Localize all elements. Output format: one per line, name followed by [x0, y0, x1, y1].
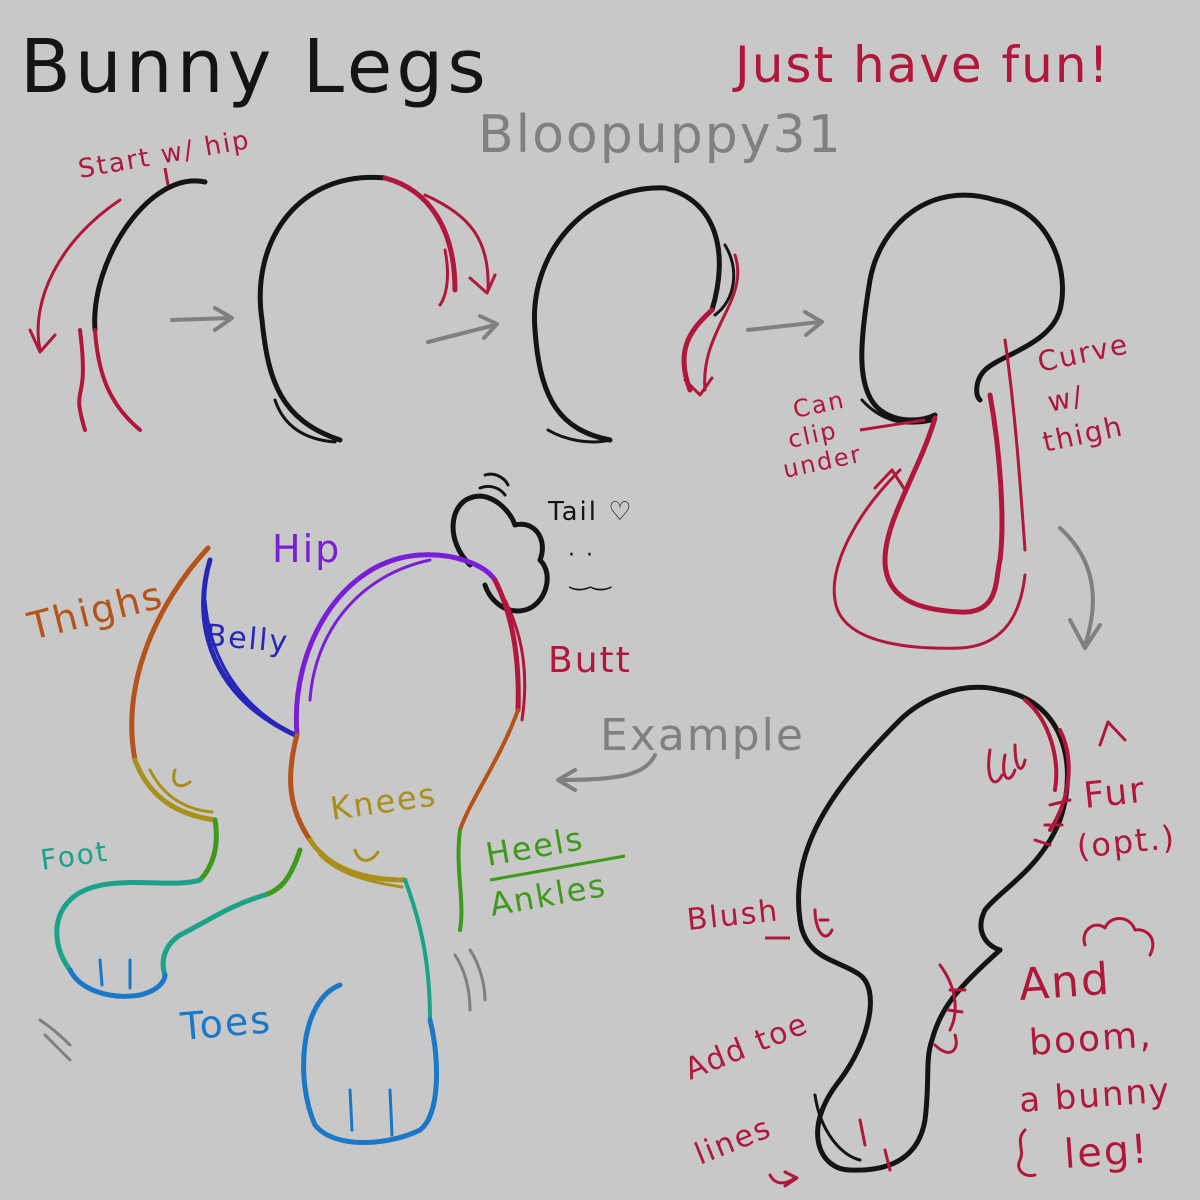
belly-label: Belly — [204, 618, 290, 660]
foot-label: Foot — [38, 835, 110, 877]
artist-signature: Bloopuppy31 — [478, 105, 843, 165]
butt-label: Butt — [548, 640, 632, 681]
step-2-thigh — [257, 174, 497, 444]
cloud-icon — [1082, 917, 1155, 957]
tail-icon — [450, 493, 550, 614]
step-1-hip: Start w/ hip — [28, 125, 253, 432]
motion-lines-icon — [38, 1018, 72, 1062]
final-bunny-leg: Fur (opt.) Blush Add toe lines And boom,… — [680, 684, 1178, 1188]
finish-message-line-2: boom, — [1028, 1014, 1154, 1064]
ankles-label: Ankles — [487, 866, 610, 924]
arrow-icon — [746, 310, 824, 337]
add-toe-lines-label-1: Add toe — [680, 1006, 814, 1087]
step-4-shin: Can clip under Curve w/ thigh — [780, 192, 1132, 650]
finish-message-line-3: a bunny — [1018, 1070, 1172, 1121]
motion-lines-icon — [453, 948, 487, 1012]
fur-label: Fur — [1082, 770, 1148, 817]
finish-message-line-4: leg! — [1062, 1126, 1150, 1178]
add-toe-lines-label-2: lines — [690, 1110, 777, 1172]
blush-label: Blush — [685, 893, 781, 937]
toes-label: Toes — [178, 997, 274, 1049]
arrow-icon — [426, 314, 499, 344]
fur-optional-label: (opt.) — [1075, 818, 1178, 866]
curve-with-thigh-note-line-2: w/ — [1045, 379, 1087, 419]
example-bunny-legs: Tail ♡ · · ‿‿ Hip Butt Belly Thighs Knee… — [23, 472, 805, 1145]
bunny-smile: ‿‿ — [568, 563, 613, 591]
thighs-label: Thighs — [23, 573, 168, 649]
arrow-icon — [170, 306, 234, 332]
hip-label: Hip — [272, 527, 341, 571]
example-label: Example — [600, 710, 805, 761]
can-clip-under-note-line-1: Can — [790, 386, 847, 424]
title: Bunny Legs — [20, 24, 490, 110]
step-3-knee — [531, 185, 740, 444]
bunny-face: · · — [568, 543, 595, 568]
arrow-icon — [1058, 526, 1102, 650]
finish-message-line-1: And — [1017, 954, 1112, 1011]
cloud-icon — [1017, 1128, 1037, 1178]
arrow-icon — [556, 753, 657, 792]
start-with-hip-note: Start w/ hip — [76, 125, 253, 185]
curve-with-thigh-note-line-1: Curve — [1035, 327, 1132, 379]
knees-label: Knees — [328, 775, 440, 828]
tail-label: Tail ♡ — [547, 497, 634, 527]
tagline: Just have fun! — [732, 36, 1111, 94]
